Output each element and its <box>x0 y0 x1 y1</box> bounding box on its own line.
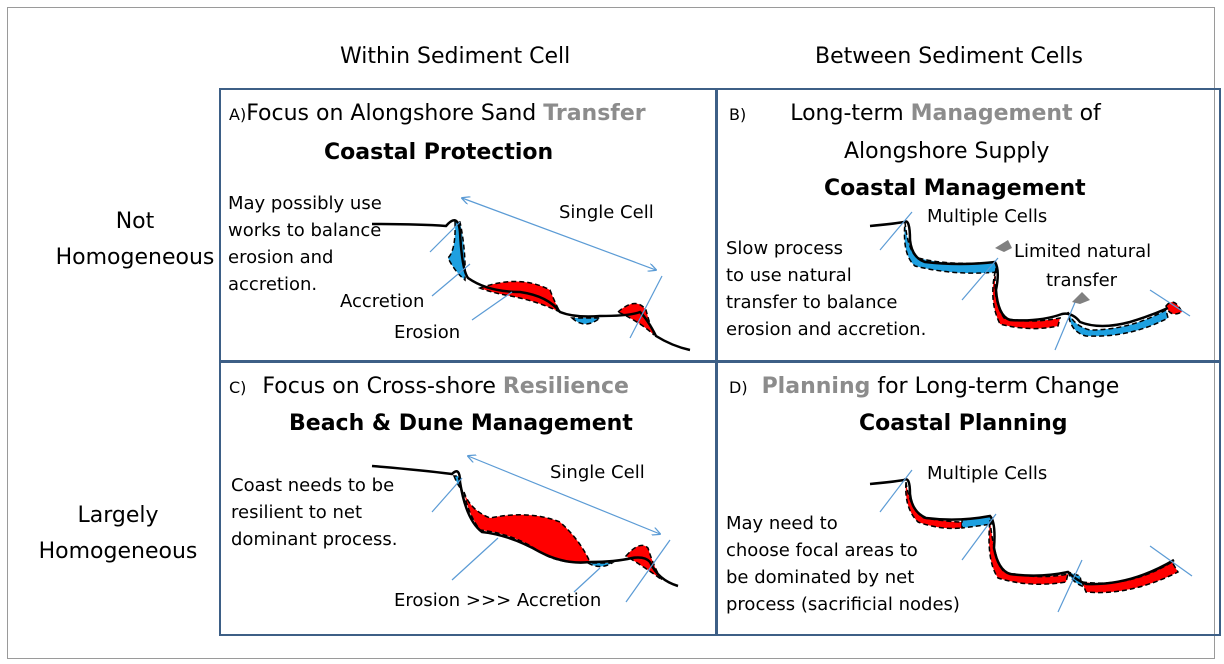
panel-b-heading-line2: Alongshore Supply <box>844 139 1050 164</box>
multiple-cells-label: Multiple Cells <box>927 206 1048 227</box>
grid-divider-horizontal <box>219 360 1221 363</box>
panel-c-subtitle: Beach & Dune Management <box>289 411 633 436</box>
accretion-label: Accretion <box>340 291 425 312</box>
row-header-line: Not <box>115 209 155 234</box>
panel-c-note: Coast needs to be resilient to net domin… <box>231 475 398 550</box>
single-cell-label: Single Cell <box>550 462 645 483</box>
heading-text: Long-term <box>790 101 911 126</box>
transfer-label: Limited natural <box>1014 241 1152 262</box>
heading-key-word: Planning <box>761 374 871 399</box>
multiple-cells-label: Multiple Cells <box>927 463 1048 484</box>
panel-d-heading: D) Planning for Long-term Change <box>729 374 1119 399</box>
row-header-line: Homogeneous <box>38 539 198 564</box>
panel-a-heading: A)Focus on Alongshore Sand Transfer <box>229 101 646 126</box>
panel-a-note: May possibly use works to balance erosio… <box>228 193 382 295</box>
heading-text: of <box>1072 101 1101 126</box>
panel-a-subtitle: Coastal Protection <box>324 140 554 165</box>
heading-key-word: Resilience <box>502 374 629 399</box>
row-header-line: Largely <box>77 503 159 528</box>
single-cell-label: Single Cell <box>559 202 654 223</box>
panel-c-heading: C) Focus on Cross-shore Resilience <box>229 374 629 399</box>
panel-letter: D) <box>729 378 748 397</box>
panel-letter: C) <box>229 378 247 397</box>
panel-d-note: May need to choose focal areas to be dom… <box>726 513 960 615</box>
process-label: Erosion >>> Accretion <box>394 590 602 611</box>
panel-letter: B) <box>729 105 747 124</box>
erosion-label: Erosion <box>394 322 461 343</box>
panel-b-heading: B) Long-term Management of <box>729 101 1101 126</box>
transfer-label: transfer <box>1046 270 1118 291</box>
column-header-within: Within Sediment Cell <box>340 44 571 69</box>
row-header-line: Homogeneous <box>55 245 215 270</box>
panel-letter: A) <box>229 105 247 124</box>
row-header-largely-homogeneous: Largely Homogeneous <box>38 498 198 570</box>
panel-b-subtitle: Coastal Management <box>824 176 1086 201</box>
heading-text: Focus on Cross-shore <box>262 374 503 399</box>
row-header-not-homogeneous: Not Homogeneous <box>55 204 215 276</box>
panel-b-note: Slow process to use natural transfer to … <box>726 238 927 340</box>
figure-frame <box>7 7 1215 659</box>
column-header-between: Between Sediment Cells <box>815 44 1083 69</box>
panel-d-subtitle: Coastal Planning <box>859 411 1068 436</box>
heading-text: Focus on Alongshore Sand <box>246 101 544 126</box>
heading-key-word: Management <box>910 101 1073 126</box>
heading-key-word: Transfer <box>543 101 646 126</box>
heading-text: for Long-term Change <box>870 374 1120 399</box>
